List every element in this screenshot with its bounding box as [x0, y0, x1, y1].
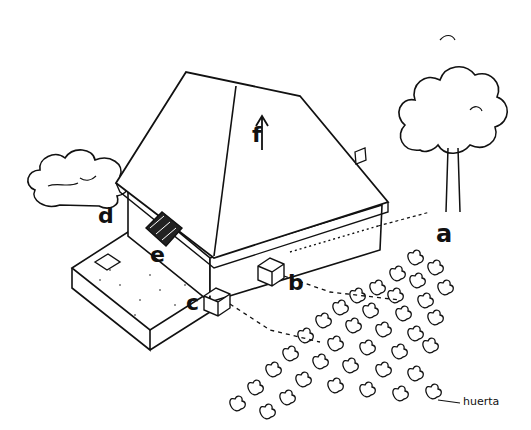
tree [28, 150, 128, 208]
part-label: d [98, 205, 114, 227]
box [95, 254, 120, 270]
garden [230, 250, 453, 419]
part-label: c [186, 292, 199, 314]
tank [204, 288, 230, 316]
part-label: a [436, 222, 452, 246]
area-label: huerta [463, 396, 499, 407]
part-label: f [252, 124, 262, 146]
tank [258, 258, 284, 286]
tree [399, 67, 507, 153]
part-label: b [288, 272, 304, 294]
roof [116, 72, 388, 258]
part-label: e [150, 244, 165, 266]
window [146, 212, 182, 246]
